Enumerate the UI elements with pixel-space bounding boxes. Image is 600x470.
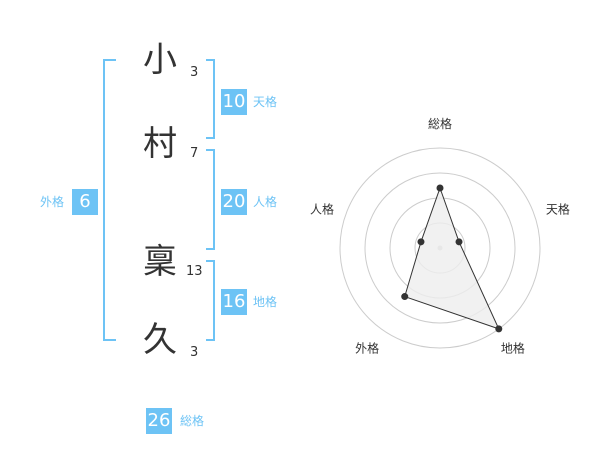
- tenkaku-value: 10: [221, 89, 247, 115]
- stroke-count-2: 7: [190, 146, 199, 161]
- radar-axis-label-3: 外格: [355, 340, 379, 355]
- radar-ring-4: [339, 147, 541, 349]
- chikaku-label: 地格: [253, 295, 278, 309]
- radar-point-1: [455, 238, 463, 246]
- name-char-2: 村: [143, 124, 177, 164]
- name-char-3: 稟: [143, 242, 177, 282]
- stroke-count-4: 3: [190, 345, 199, 360]
- jinkaku-label: 人格: [253, 195, 278, 209]
- radar-axis-label-2: 地格: [501, 340, 525, 355]
- name-char-1: 小: [143, 40, 177, 80]
- jinkaku-value: 20: [221, 189, 247, 215]
- gaikaku-value: 6: [72, 189, 98, 215]
- radar-ring-3: [364, 172, 516, 324]
- name-char-4: 久: [143, 320, 177, 360]
- chikaku-value: 16: [221, 289, 247, 315]
- radar-polygon: [404, 186, 500, 330]
- radar-point-4: [417, 238, 425, 246]
- radar-point-3: [401, 293, 409, 301]
- soukaku-value: 26: [146, 408, 172, 434]
- radar-point-2: [495, 325, 503, 333]
- stroke-count-1: 3: [190, 65, 199, 80]
- gaikaku-label: 外格: [40, 195, 65, 209]
- tenkaku-label: 天格: [253, 95, 278, 109]
- radar-axis-label-0: 総格: [428, 116, 452, 131]
- radar-point-0: [436, 184, 444, 192]
- radar-axis-label-4: 人格: [310, 202, 334, 217]
- radar-axis-label-1: 天格: [546, 202, 570, 217]
- stroke-count-3: 13: [186, 264, 203, 279]
- soukaku-label: 総格: [180, 414, 205, 428]
